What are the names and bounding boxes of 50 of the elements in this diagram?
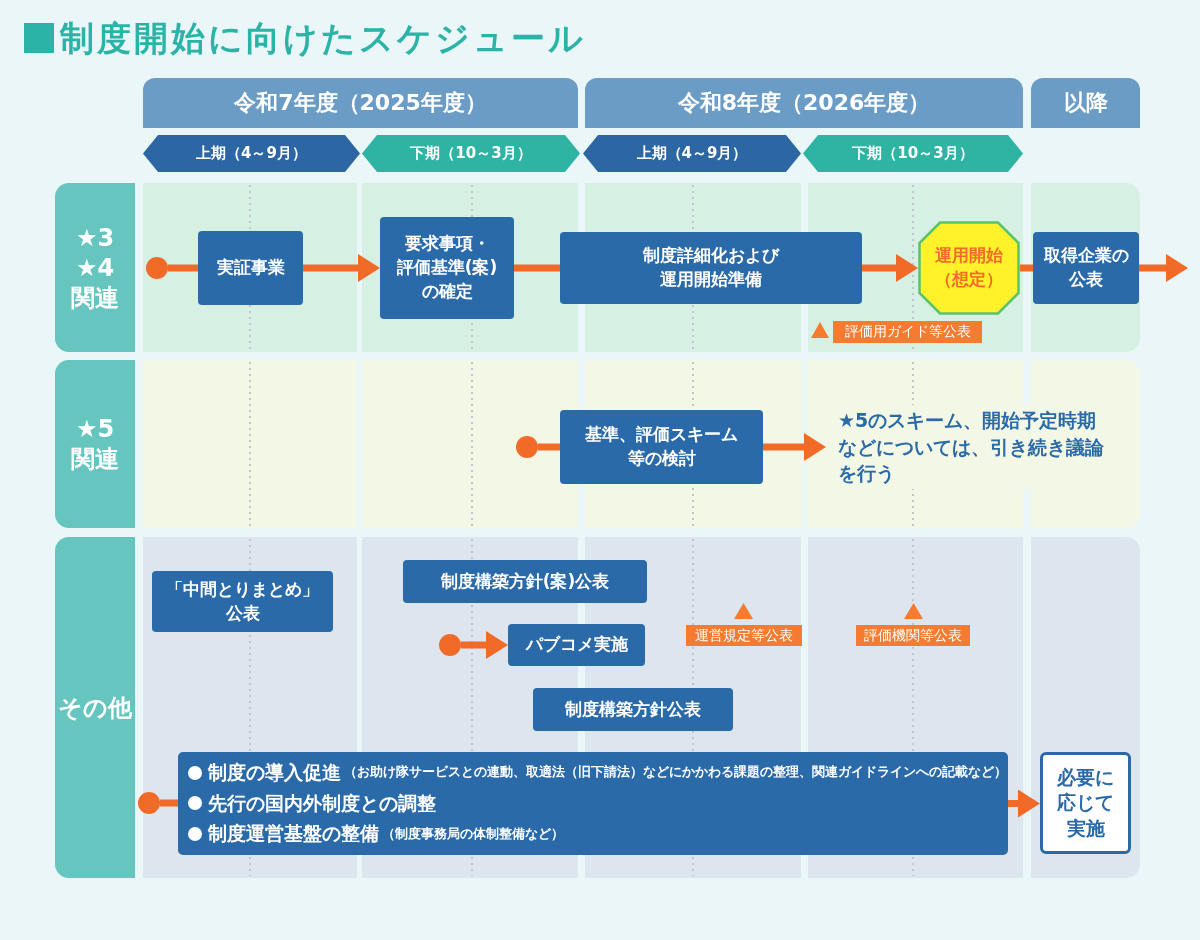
milestone-label: 運営規定等公表 xyxy=(686,625,802,646)
year-header: 令和8年度（2026年度） xyxy=(585,78,1023,128)
action-box: 必要に応じて実施 xyxy=(1040,752,1131,854)
lane-label-tab: その他 xyxy=(55,537,135,878)
swimlane xyxy=(55,537,1140,878)
title: 制度開始に向けたスケジュール xyxy=(60,18,586,59)
year-header: 令和7年度（2025年度） xyxy=(143,78,578,128)
period-band: 上期（4～9月） xyxy=(143,135,360,172)
task-box: 要求事項・評価基準(案)の確定 xyxy=(380,217,514,319)
task-box: パブコメ実施 xyxy=(508,624,645,666)
start-dot xyxy=(138,792,160,814)
arrow xyxy=(303,254,380,282)
bullet-text: 制度の導入促進 xyxy=(208,760,341,786)
arrow xyxy=(1139,254,1188,282)
year-header: 以降 xyxy=(1031,78,1140,128)
period-band: 下期（10～3月） xyxy=(362,135,580,172)
bullet-text: 制度運営基盤の整備 xyxy=(208,821,379,847)
lane-label-tab: ★3 ★4 関連 xyxy=(55,183,135,352)
connector-line xyxy=(538,443,560,451)
task-box: 制度構築方針公表 xyxy=(533,688,733,731)
arrow xyxy=(1008,789,1040,818)
connector-line xyxy=(514,264,560,272)
arrow xyxy=(862,254,918,282)
connector-line xyxy=(160,799,178,807)
bullet-note: （お助け隊サービスとの連動、取適法（旧下請法）などにかかわる課題の整理、関連ガイドラインへの記載など） xyxy=(344,764,1007,782)
bullet-text: 先行の国内外制度との調整 xyxy=(208,790,436,816)
task-box: 制度詳細化および運用開始準備 xyxy=(560,232,862,304)
task-box: 実証事業 xyxy=(198,231,303,305)
period-band: 上期（4～9月） xyxy=(583,135,801,172)
arrow xyxy=(763,433,826,461)
period-band: 下期（10～3月） xyxy=(803,135,1023,172)
task-box xyxy=(178,752,1008,855)
milestone-octagon: 運用開始（想定） xyxy=(918,221,1020,315)
connector-line xyxy=(168,264,198,272)
task-box: 取得企業の公表 xyxy=(1033,232,1139,304)
start-dot xyxy=(146,257,168,279)
task-box: 制度構築方針(案)公表 xyxy=(403,560,647,603)
bullet-note: （制度事務局の体制整備など） xyxy=(382,825,564,843)
swimlane xyxy=(55,360,1140,528)
task-box: 「中間とりまとめ」公表 xyxy=(152,571,333,632)
task-box: 基準、評価スキーム等の検討 xyxy=(560,410,763,484)
arrow xyxy=(461,631,508,659)
lane-label-tab: ★5 関連 xyxy=(55,360,135,528)
milestone-label: 評価機関等公表 xyxy=(856,625,970,646)
connector-line xyxy=(1020,264,1033,272)
swimlane xyxy=(55,183,1140,352)
milestone-label: 評価用ガイド等公表 xyxy=(833,321,982,343)
start-dot xyxy=(516,436,538,458)
start-dot xyxy=(439,634,461,656)
note-text: ★5のスキーム、開始予定時期などについては、引き続き議論を行う xyxy=(838,408,1105,487)
